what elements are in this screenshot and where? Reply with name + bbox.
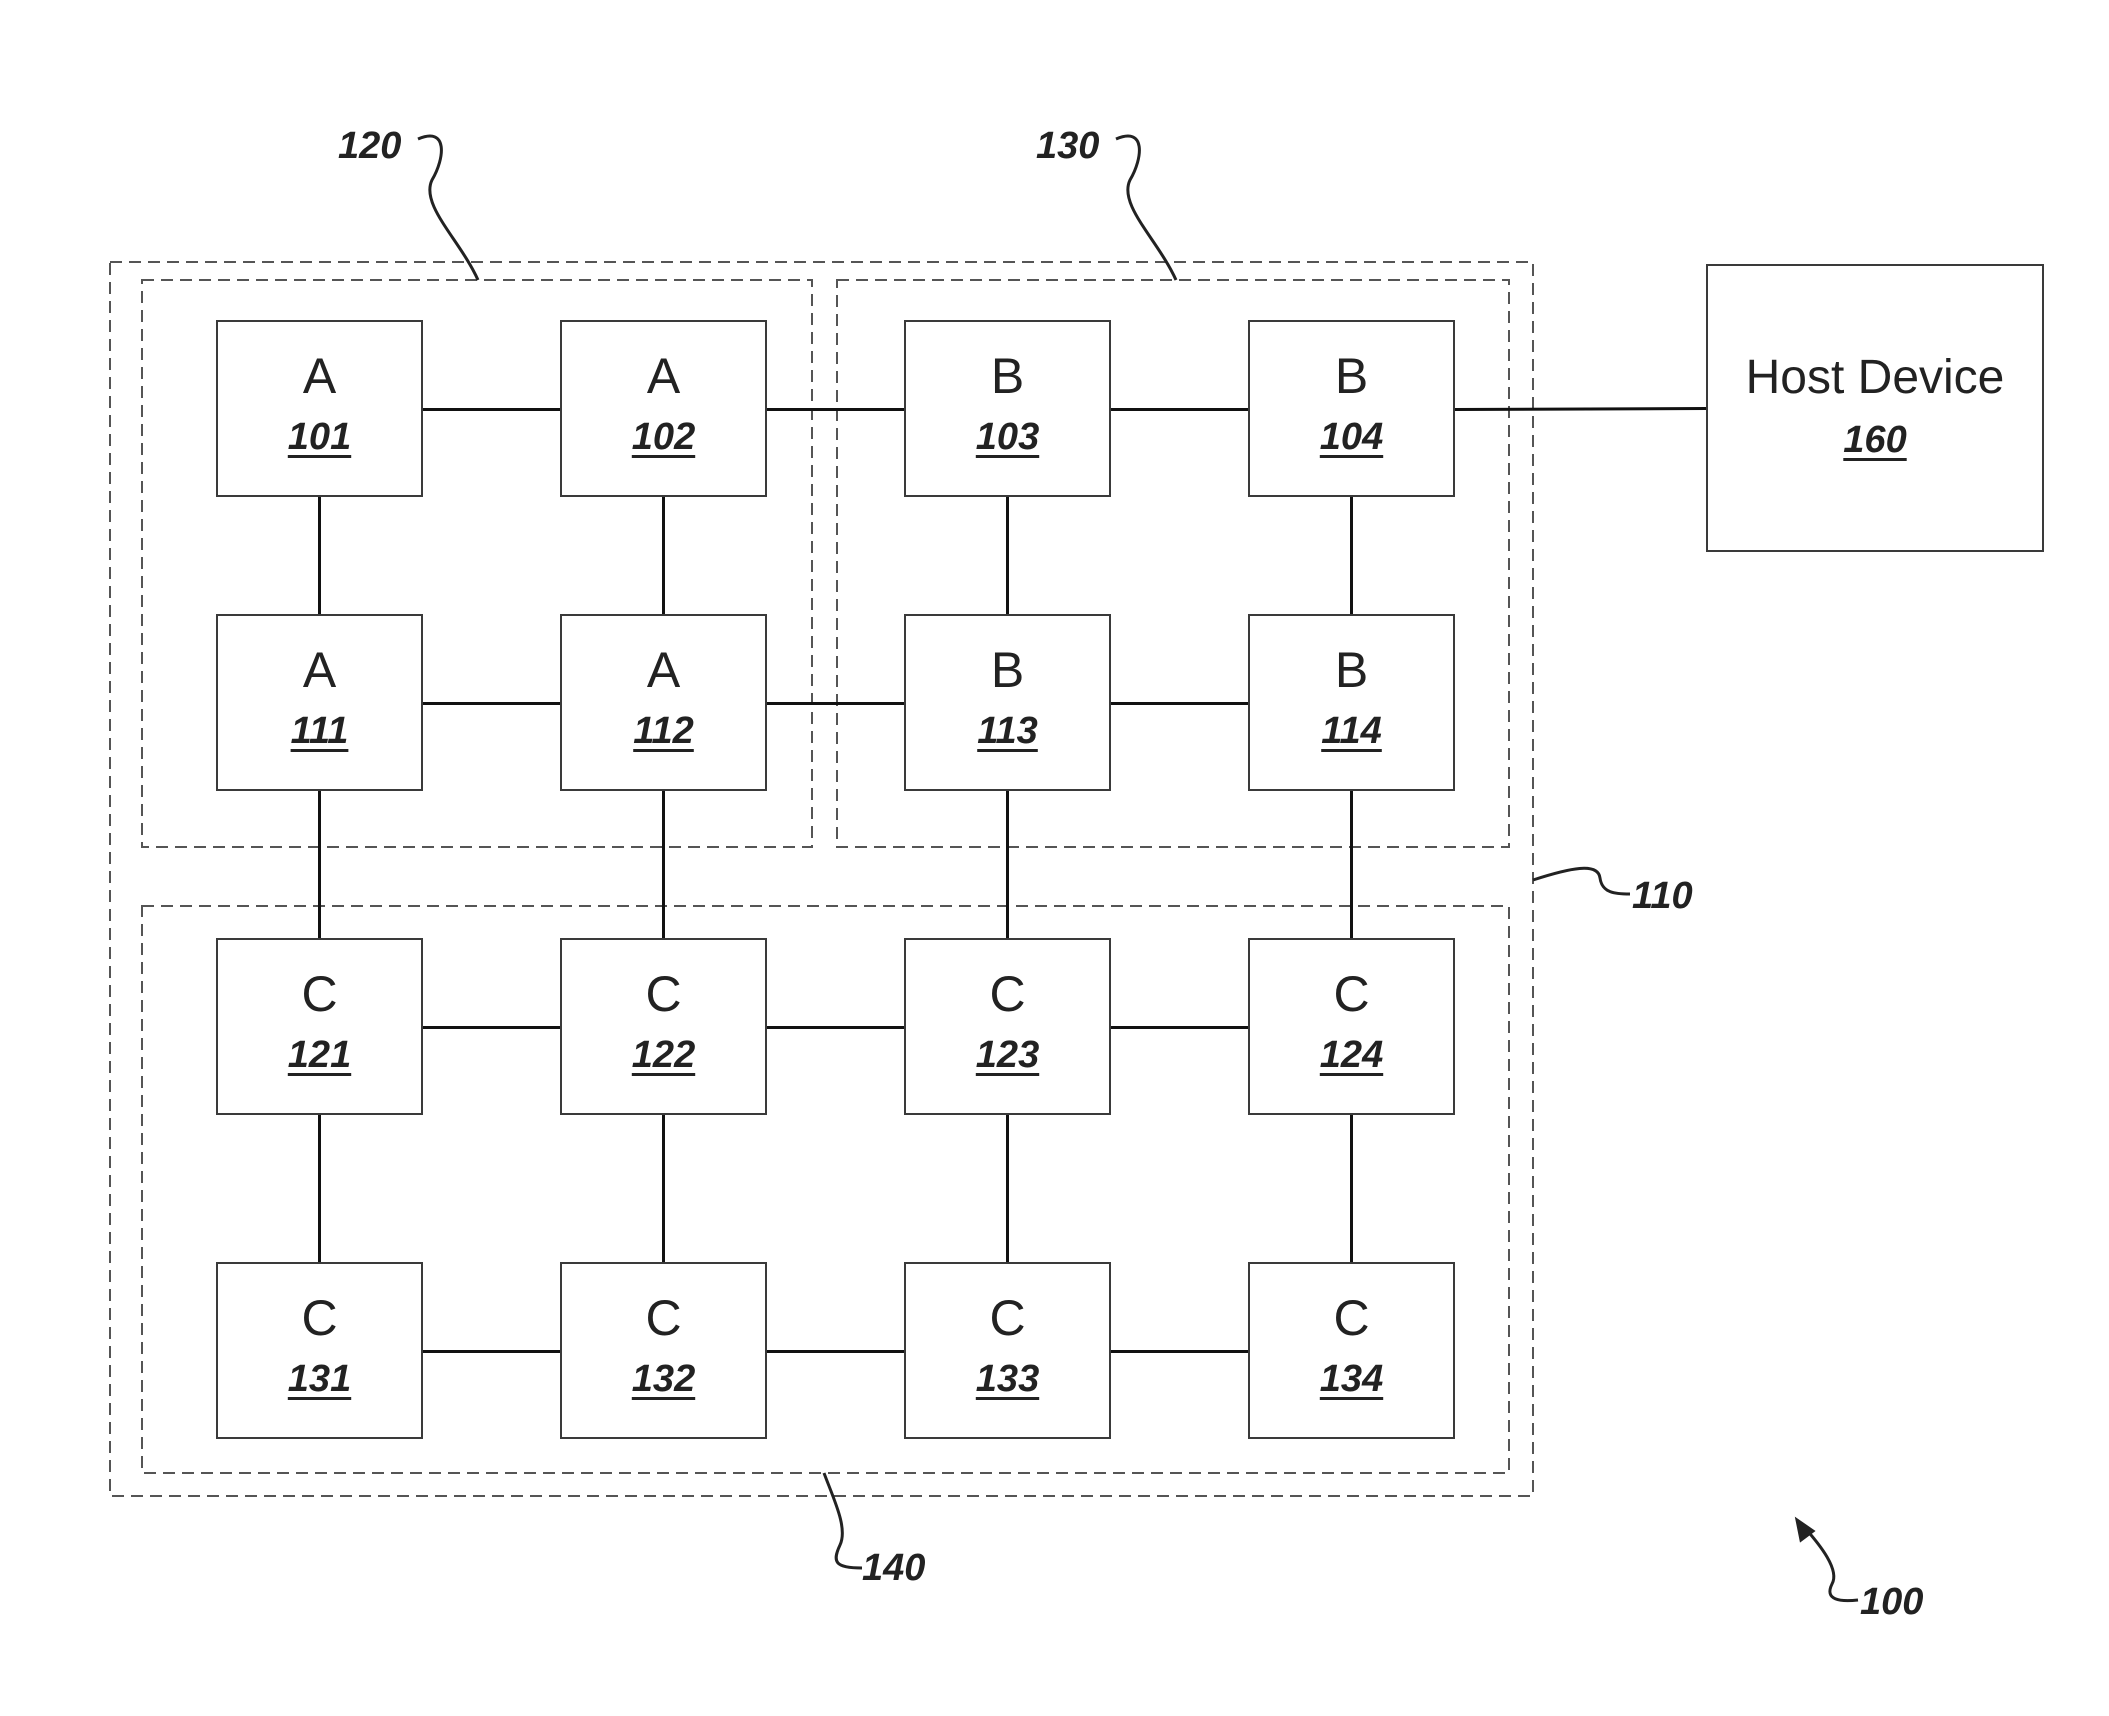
node-letter: C [562, 1290, 765, 1346]
node-letter: C [906, 1290, 1109, 1346]
node-101: A 101 [216, 320, 423, 497]
node-123: C 123 [904, 938, 1111, 1115]
node-number: 111 [218, 710, 421, 752]
node-103: B 103 [904, 320, 1111, 497]
node-number: 132 [562, 1358, 765, 1400]
node-letter: B [906, 642, 1109, 698]
node-102: A 102 [560, 320, 767, 497]
link-host [1455, 409, 1706, 410]
node-133: C 133 [904, 1262, 1111, 1439]
node-111: A 111 [216, 614, 423, 791]
node-104: B 104 [1248, 320, 1455, 497]
node-number: 113 [906, 710, 1109, 752]
node-letter: A [218, 642, 421, 698]
leader-line-100 [1805, 1528, 1858, 1601]
ref-label-100: 100 [1860, 1582, 1923, 1622]
node-letter: C [1250, 1290, 1453, 1346]
host-device-number: 160 [1708, 419, 2042, 461]
node-letter: C [218, 1290, 421, 1346]
node-number: 103 [906, 416, 1109, 458]
ref-label-120: 120 [338, 126, 401, 166]
node-number: 122 [562, 1034, 765, 1076]
node-number: 112 [562, 710, 765, 752]
node-letter: C [218, 966, 421, 1022]
node-number: 123 [906, 1034, 1109, 1076]
node-number: 121 [218, 1034, 421, 1076]
node-124: C 124 [1248, 938, 1455, 1115]
node-number: 134 [1250, 1358, 1453, 1400]
node-number: 104 [1250, 416, 1453, 458]
ref-label-130: 130 [1036, 126, 1099, 166]
node-letter: A [218, 348, 421, 404]
node-letter: B [906, 348, 1109, 404]
node-122: C 122 [560, 938, 767, 1115]
node-113: B 113 [904, 614, 1111, 791]
node-number: 101 [218, 416, 421, 458]
node-121: C 121 [216, 938, 423, 1115]
node-134: C 134 [1248, 1262, 1455, 1439]
node-number: 131 [218, 1358, 421, 1400]
node-letter: C [562, 966, 765, 1022]
node-number: 114 [1250, 710, 1453, 752]
host-device-label: Host Device [1708, 350, 2042, 406]
node-132: C 132 [560, 1262, 767, 1439]
leader-line-120 [418, 136, 478, 280]
host-device: Host Device 160 [1706, 264, 2044, 552]
node-letter: A [562, 348, 765, 404]
node-letter: C [906, 966, 1109, 1022]
node-114: B 114 [1248, 614, 1455, 791]
node-letter: B [1250, 642, 1453, 698]
ref-label-110: 110 [1632, 876, 1693, 916]
node-112: A 112 [560, 614, 767, 791]
node-letter: C [1250, 966, 1453, 1022]
node-number: 102 [562, 416, 765, 458]
node-letter: A [562, 642, 765, 698]
node-131: C 131 [216, 1262, 423, 1439]
leader-line-110 [1533, 868, 1630, 894]
leader-line-130 [1116, 136, 1176, 280]
node-number: 124 [1250, 1034, 1453, 1076]
node-number: 133 [906, 1358, 1109, 1400]
leader-line-140 [824, 1473, 862, 1568]
node-letter: B [1250, 348, 1453, 404]
ref-label-140: 140 [862, 1548, 925, 1588]
arrowhead-100 [1797, 1520, 1813, 1540]
